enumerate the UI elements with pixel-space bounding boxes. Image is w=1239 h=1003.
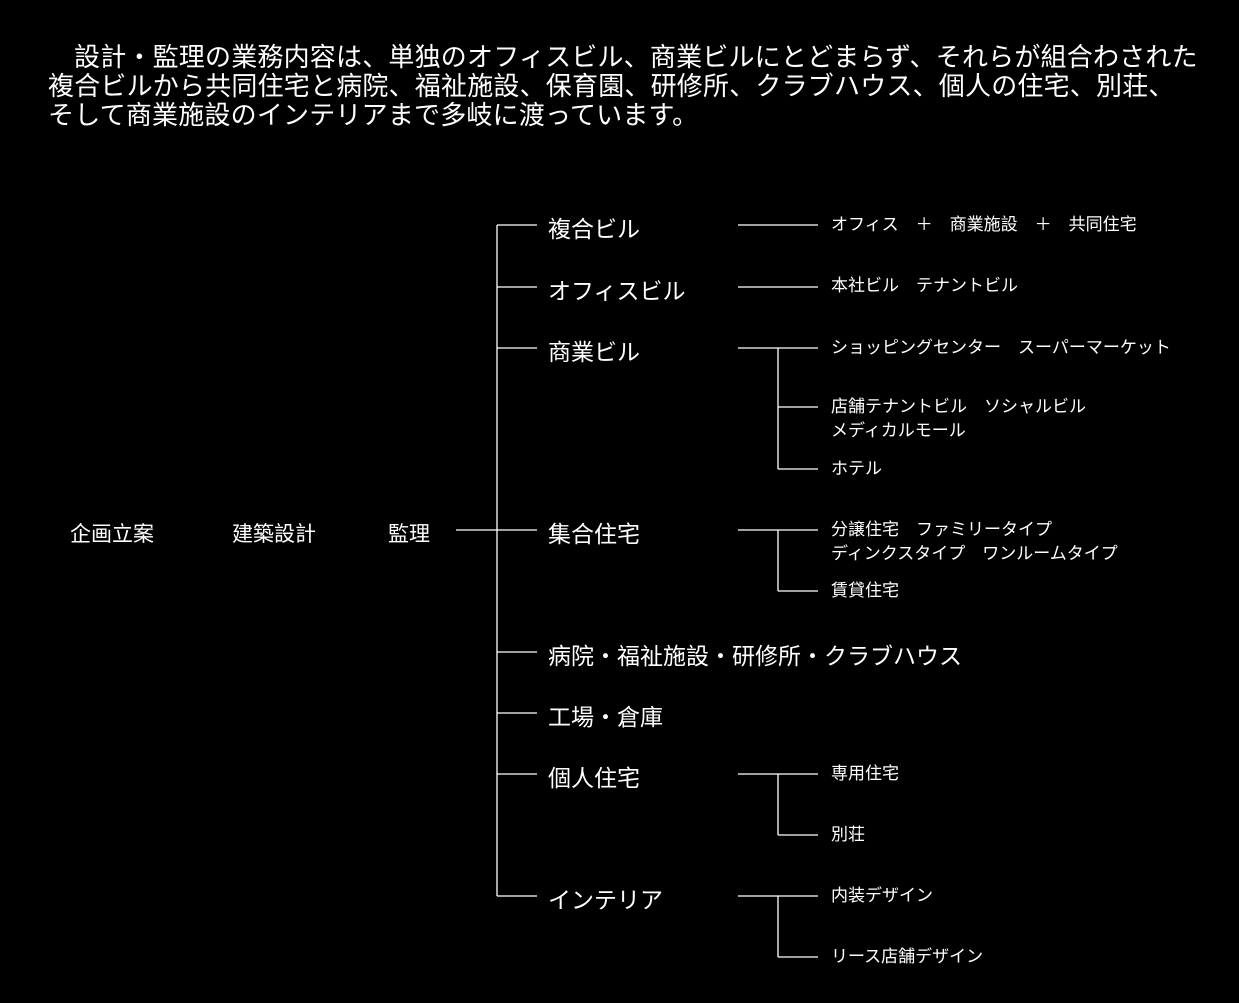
sub-item-text: 賃貸住宅 bbox=[831, 581, 899, 601]
category-label: 個人住宅 bbox=[548, 766, 640, 792]
category-label: オフィスビル bbox=[548, 279, 686, 305]
category-label: 病院・福祉施設・研修所・クラブハウス bbox=[548, 644, 962, 670]
sub-item: リース店舗デザイン bbox=[831, 945, 983, 969]
sub-item: 内装デザイン bbox=[831, 884, 933, 908]
sub-item-text: ホテル bbox=[831, 459, 882, 479]
sub-item-text: 分譲住宅 ファミリータイプ bbox=[831, 520, 1052, 540]
sub-item-text: メディカルモール bbox=[831, 421, 966, 441]
sub-item-text: 店舗テナントビル ソシャルビル bbox=[831, 397, 1086, 417]
category-label: 商業ビル bbox=[548, 340, 640, 366]
sub-item-text: 本社ビル テナントビル bbox=[831, 276, 1018, 296]
sub-item-text: ショッピングセンター スーパーマーケット bbox=[831, 338, 1171, 358]
sub-item-text: リース店舗デザイン bbox=[831, 947, 984, 967]
sub-item-text: ディンクスタイプ ワンルームタイプ bbox=[831, 544, 1118, 564]
sub-item-text: 専用住宅 bbox=[831, 764, 899, 784]
category-label: 集合住宅 bbox=[548, 522, 640, 548]
category-label: インテリア bbox=[548, 888, 663, 914]
intro-paragraph: 設計・監理の業務内容は、単独のオフィスビル、商業ビルにとどまらず、それらが組合わ… bbox=[48, 44, 1198, 131]
sub-item: 賃貸住宅 bbox=[831, 579, 899, 603]
sub-item: 店舗テナントビル ソシャルビルメディカルモール bbox=[831, 395, 1086, 443]
sub-item: ホテル bbox=[831, 457, 882, 481]
sub-item-text: 別荘 bbox=[831, 825, 865, 845]
stage-planning: 企画立案 bbox=[70, 522, 154, 546]
sub-item: 分譲住宅 ファミリータイプディンクスタイプ ワンルームタイプ bbox=[831, 518, 1118, 566]
sub-item: オフィス ＋ 商業施設 ＋ 共同住宅 bbox=[831, 213, 1137, 237]
stage-architectural-design: 建築設計 bbox=[232, 522, 316, 546]
sub-item-text: オフィス ＋ 商業施設 ＋ 共同住宅 bbox=[831, 215, 1137, 235]
sub-item-text: 内装デザイン bbox=[831, 886, 933, 906]
category-label: 工場・倉庫 bbox=[548, 705, 663, 731]
sub-item: ショッピングセンター スーパーマーケット bbox=[831, 336, 1171, 360]
stage-supervision: 監理 bbox=[388, 522, 430, 546]
intro-text: 設計・監理の業務内容は、単独のオフィスビル、商業ビルにとどまらず、それらが組合わ… bbox=[48, 43, 1198, 131]
sub-item: 本社ビル テナントビル bbox=[831, 274, 1018, 298]
sub-item: 別荘 bbox=[831, 823, 865, 847]
sub-item: 専用住宅 bbox=[831, 762, 899, 786]
category-label: 複合ビル bbox=[548, 217, 640, 243]
